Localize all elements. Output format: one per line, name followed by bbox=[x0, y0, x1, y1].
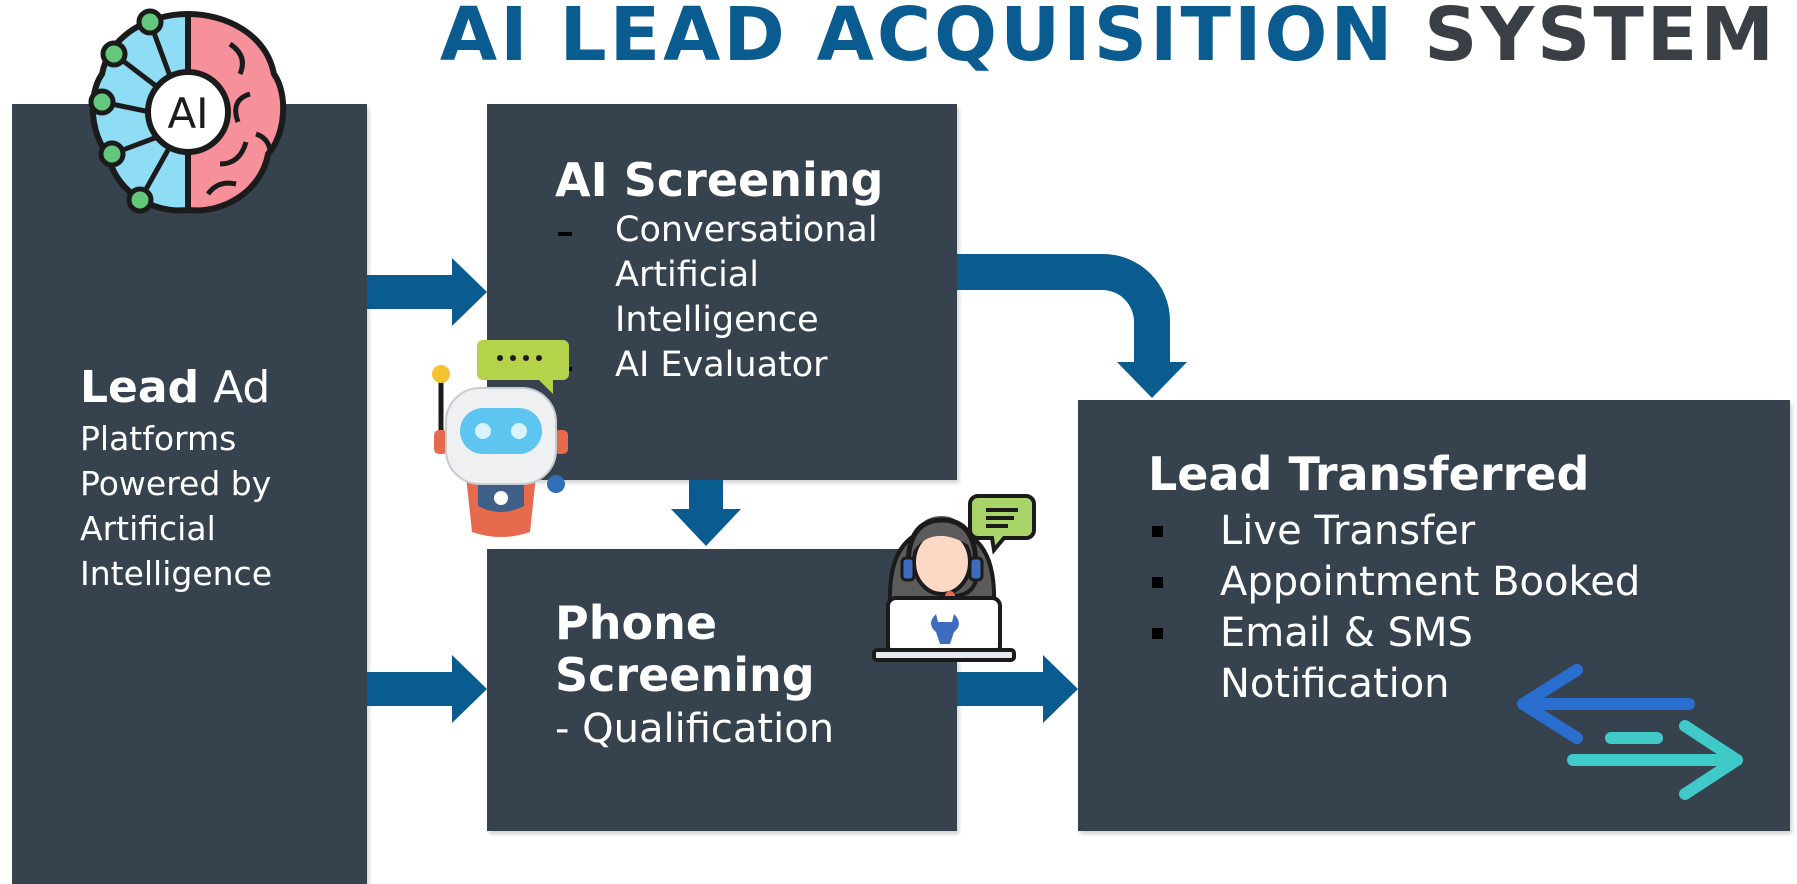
arrow-lead-to-ai bbox=[367, 258, 487, 326]
phone-screening-content: Phone Screening - Qualification bbox=[555, 597, 834, 755]
ai-screening-item: AI Evaluator bbox=[555, 343, 883, 388]
lead-transferred-item: Email & SMS bbox=[1148, 608, 1640, 659]
lead-ad-heading: Lead Ad bbox=[80, 360, 272, 416]
robot-chat-icon bbox=[432, 340, 569, 537]
lead-transferred-title: Lead Transferred bbox=[1148, 447, 1590, 501]
lead-transferred-item: Appointment Booked bbox=[1148, 557, 1640, 608]
brain-ai-icon: AI bbox=[88, 8, 287, 214]
phone-screening-title-line1: Phone bbox=[555, 596, 718, 650]
lead-ad-text: Lead Ad Platforms Powered by Artificial … bbox=[80, 360, 272, 596]
page-title: AI LEAD ACQUISITION SYSTEM bbox=[440, 0, 1777, 78]
ai-screening-box: AI Screening Conversational Artificial I… bbox=[487, 104, 957, 480]
title-accent: SYSTEM bbox=[1424, 0, 1777, 78]
lead-transferred-item: Notification bbox=[1220, 661, 1450, 707]
lead-ad-line: Artificial bbox=[80, 509, 216, 548]
lead-ad-box: Lead Ad Platforms Powered by Artificial … bbox=[12, 104, 367, 884]
support-agent-icon bbox=[872, 494, 1036, 662]
lead-ad-heading-rest: Ad bbox=[199, 362, 271, 413]
arrow-ai-to-phone bbox=[671, 480, 741, 546]
arrow-lead-to-phone bbox=[367, 655, 487, 723]
phone-screening-subtitle: - Qualification bbox=[555, 706, 835, 752]
ai-screening-list: Conversational Artificial Intelligence A… bbox=[555, 208, 883, 388]
lead-ad-line: Powered by bbox=[80, 464, 272, 503]
arrow-phone-to-transfer bbox=[957, 655, 1078, 723]
transfer-arrows-icon bbox=[1517, 664, 1743, 800]
ai-screening-content: AI Screening Conversational Artificial I… bbox=[555, 154, 883, 388]
lead-ad-heading-bold: Lead bbox=[80, 362, 200, 413]
ai-screening-item: Conversational bbox=[555, 208, 883, 253]
brain-ai-label: AI bbox=[167, 89, 208, 138]
title-main: AI LEAD ACQUISITION bbox=[439, 0, 1396, 78]
arrow-ai-to-transfer bbox=[957, 254, 1187, 398]
ai-screening-item: Intelligence bbox=[615, 300, 819, 340]
lead-transferred-content: Lead Transferred Live Transfer Appointme… bbox=[1148, 448, 1640, 710]
phone-screening-box: Phone Screening - Qualification bbox=[487, 549, 957, 831]
lead-transferred-list: Live Transfer Appointment Booked Email &… bbox=[1148, 506, 1640, 710]
phone-screening-title-line2: Screening bbox=[555, 648, 815, 702]
lead-transferred-item: Live Transfer bbox=[1148, 506, 1640, 557]
ai-screening-title: AI Screening bbox=[555, 153, 884, 207]
lead-ad-line: Platforms bbox=[80, 419, 237, 458]
ai-screening-item: Artificial bbox=[615, 255, 759, 295]
lead-ad-line: Intelligence bbox=[80, 554, 273, 593]
